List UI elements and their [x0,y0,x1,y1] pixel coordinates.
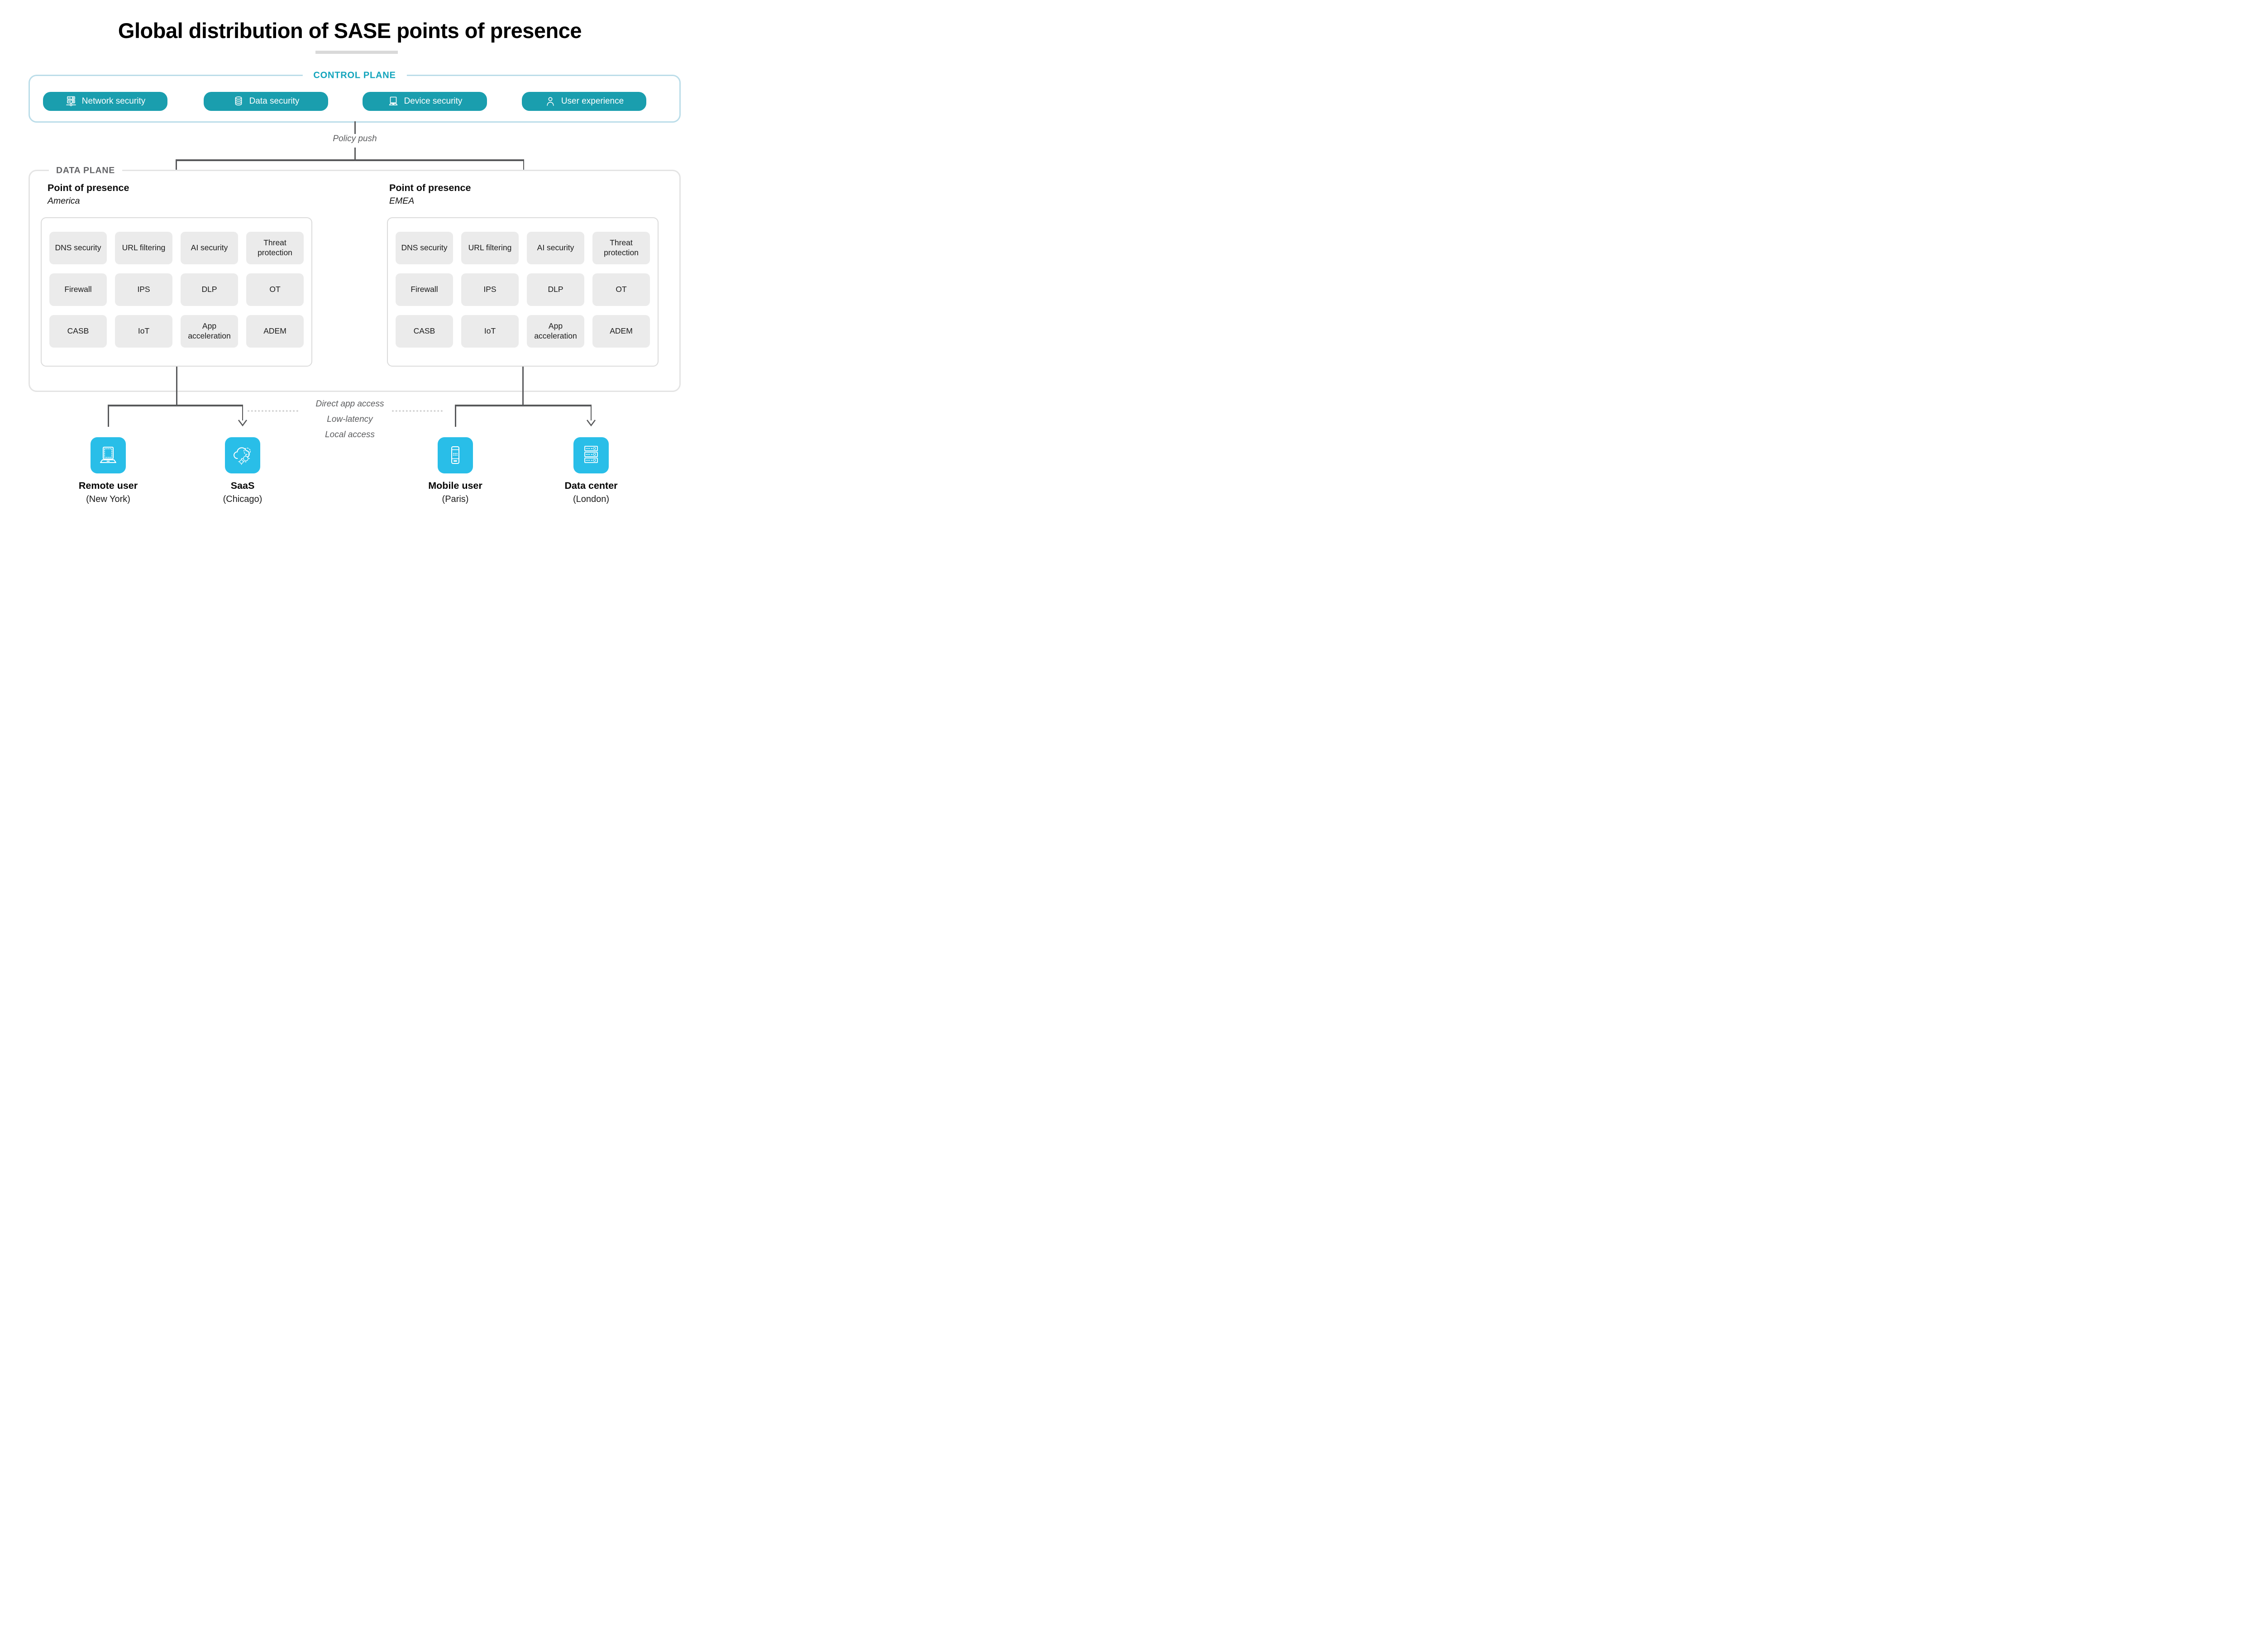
pop-region: America [48,196,80,206]
dotted-line-left [248,410,298,412]
pill-user-experience[interactable]: User experience [522,92,646,111]
service-cell[interactable]: OT [246,273,304,306]
service-cell[interactable]: CASB [49,315,107,348]
policy-push-label: Policy push [333,134,377,143]
service-cell[interactable]: App acceleration [527,315,584,348]
service-cell[interactable]: OT [592,273,650,306]
service-cell[interactable]: URL filtering [115,232,172,264]
access-notes: Direct app access Low-latency Local acce… [282,396,418,443]
emea-pop-drop [522,367,524,405]
pill-label: Data security [249,96,300,106]
policy-push-splitter [176,159,524,161]
service-cell[interactable]: Threat protection [246,232,304,264]
endpoint-location: (Chicago) [223,494,263,504]
access-note: Direct app access [315,399,384,409]
server-stack-icon [573,437,609,473]
arrowhead-data-center [586,420,596,426]
policy-push-line-top [354,121,356,134]
cloud-gears-icon [225,437,260,473]
network-security-icon [65,95,77,107]
user-experience-icon [544,95,556,107]
endpoint-mobile-user: Mobile user (Paris) [415,437,496,505]
smartphone-icon [438,437,473,473]
service-cell[interactable]: IoT [461,315,519,348]
endpoint-name: Remote user [78,480,138,491]
america-branch-splitter [108,405,243,406]
pop-region: EMEA [389,196,415,206]
service-cell[interactable]: ADEM [246,315,304,348]
service-cell[interactable]: IoT [115,315,172,348]
pop-header-america: Point of presence America [48,182,129,207]
control-plane-box: CONTROL PLANE Network security [29,70,681,123]
pill-device-security[interactable]: Device security [363,92,487,111]
endpoint-data-center: Data center (London) [550,437,632,505]
data-security-icon [233,95,244,107]
branch-mobile-user [455,406,456,427]
emea-branch-splitter [455,405,592,406]
pop-box-emea: DNS security URL filtering AI security T… [387,217,659,367]
endpoint-location: (New York) [86,494,130,504]
laptop-icon [91,437,126,473]
america-pop-drop [176,367,177,405]
service-cell[interactable]: Firewall [396,273,453,306]
endpoint-name: Mobile user [428,480,482,491]
endpoint-location: (Paris) [442,494,469,504]
pill-network-security[interactable]: Network security [43,92,167,111]
endpoint-name: SaaS [230,480,255,491]
pop-header-emea: Point of presence EMEA [389,182,471,207]
service-cell[interactable]: DNS security [49,232,107,264]
dotted-line-right [392,410,443,412]
title-underline [315,51,398,54]
pill-data-security[interactable]: Data security [204,92,328,111]
control-plane-label: CONTROL PLANE [302,70,407,81]
pill-label: Network security [81,96,146,106]
page-title: Global distribution of SASE points of pr… [118,19,582,43]
service-cell[interactable]: App acceleration [181,315,238,348]
endpoint-remote-user: Remote user (New York) [67,437,149,505]
branch-saas [242,406,243,420]
pop-box-america: DNS security URL filtering AI security T… [41,217,312,367]
service-cell[interactable]: IPS [115,273,172,306]
pop-title: Point of presence [389,182,471,193]
service-cell[interactable]: CASB [396,315,453,348]
sase-diagram: Global distribution of SASE points of pr… [0,0,700,511]
branch-data-center [590,406,592,420]
access-note: Local access [325,430,375,439]
branch-remote-user [108,406,109,427]
pill-label: User experience [561,96,624,106]
pill-label: Device security [404,96,463,106]
policy-push-line-bottom [354,148,356,159]
service-cell[interactable]: Threat protection [592,232,650,264]
endpoint-location: (London) [573,494,610,504]
access-note: Low-latency [327,415,373,424]
service-cell[interactable]: DLP [527,273,584,306]
service-cell[interactable]: AI security [181,232,238,264]
data-plane-label: DATA PLANE [49,165,123,176]
service-cell[interactable]: IPS [461,273,519,306]
pop-title: Point of presence [48,182,129,193]
arrowhead-saas [238,420,248,426]
endpoint-name: Data center [564,480,618,491]
service-cell[interactable]: URL filtering [461,232,519,264]
service-cell[interactable]: DNS security [396,232,453,264]
endpoint-saas: SaaS (Chicago) [202,437,283,505]
service-cell[interactable]: Firewall [49,273,107,306]
service-cell[interactable]: DLP [181,273,238,306]
service-cell[interactable]: ADEM [592,315,650,348]
service-cell[interactable]: AI security [527,232,584,264]
device-security-icon [387,95,399,107]
